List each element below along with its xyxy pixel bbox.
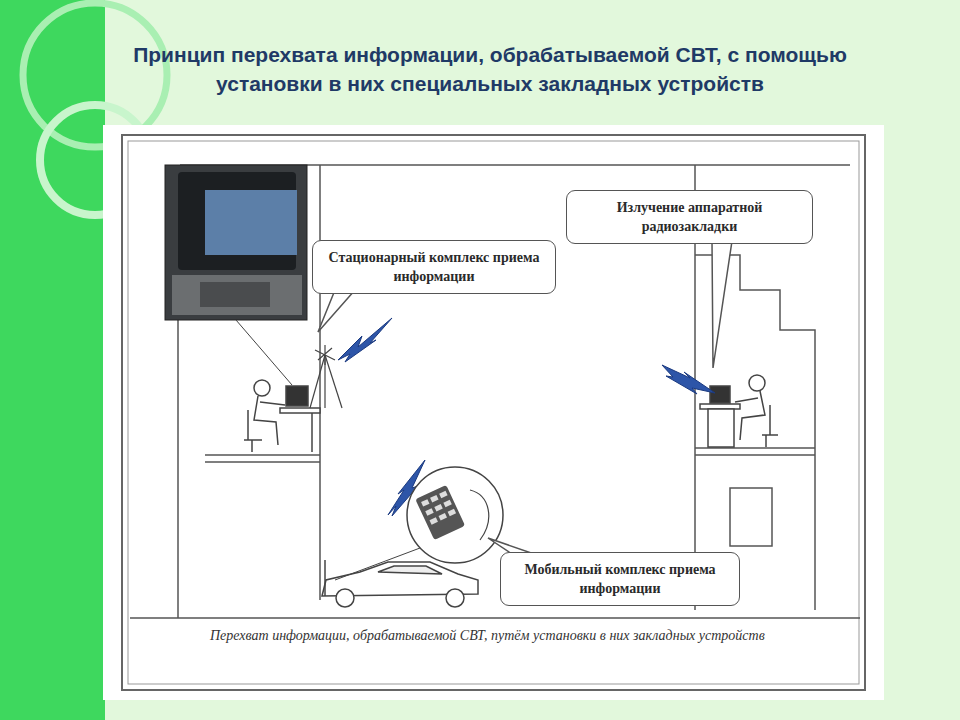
callout-text: Излучение аппаратной радиозакладки [577,198,802,236]
callout-box: Мобильный комплекс приема информации [500,552,740,606]
figure-caption: Перехват информации, обрабатываемой СВТ,… [150,626,800,646]
figure-frame [128,141,859,684]
callout-text: Мобильный комплекс приема информации [511,560,729,598]
antenna [310,345,342,408]
building [130,165,860,618]
callout-box: Излучение аппаратной радиозакладки [566,190,813,244]
photo-leader [236,320,292,385]
callout-box: Стационарный комплекс приема информации [312,240,556,294]
slide-title: Принцип перехвата информации, обрабатыва… [95,40,885,98]
laptop-photo [165,165,307,320]
zoom-inset [335,467,503,580]
operator-right [700,375,778,447]
figure-panel [103,125,884,700]
callout-text: Стационарный комплекс приема информации [323,248,545,286]
car [322,560,478,607]
radio-emission [338,318,715,516]
figure-frame [122,135,865,690]
operator-left [244,380,320,452]
